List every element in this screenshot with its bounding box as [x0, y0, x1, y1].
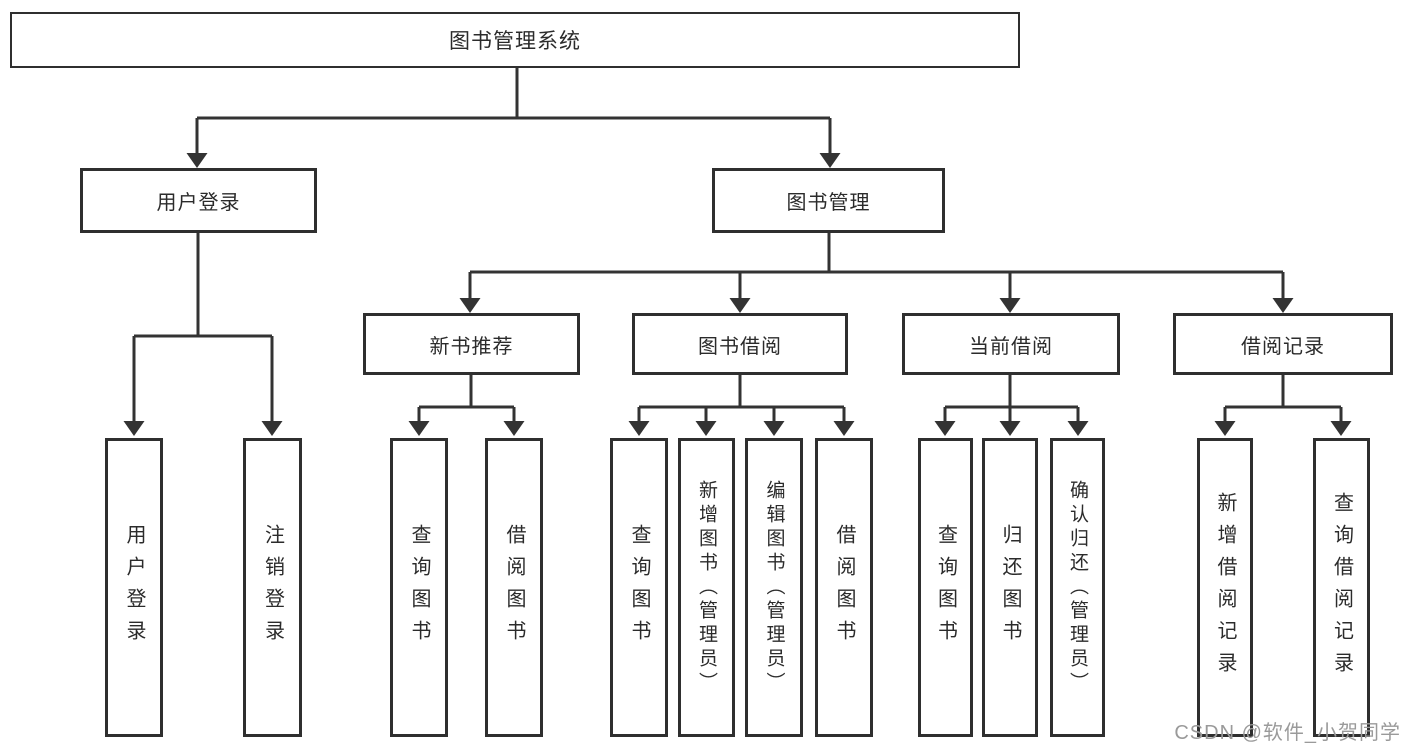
node-book-borrowing: 图书借阅 — [632, 313, 848, 375]
leaf-add-borrow-record: 新增借阅记录 — [1197, 438, 1253, 737]
node-book-management: 图书管理 — [712, 168, 945, 233]
leaf-return-books: 归还图书 — [982, 438, 1038, 737]
leaf-query-borrow-record: 查询借阅记录 — [1313, 438, 1370, 737]
leaf-query-books-recommend: 查询图书 — [390, 438, 448, 737]
leaf-borrow-books-recommend: 借阅图书 — [485, 438, 543, 737]
node-new-book-recommendation: 新书推荐 — [363, 313, 580, 375]
connector-root-to-level2 — [186, 68, 841, 168]
node-current-borrowing: 当前借阅 — [902, 313, 1120, 375]
leaf-add-books-admin: 新增图书（管理员） — [678, 438, 735, 737]
connector-book-borrowing-children — [628, 375, 855, 436]
connector-user-login-children — [123, 233, 283, 436]
connector-current-borrowing-children — [934, 375, 1089, 436]
leaf-query-books-borrowing: 查询图书 — [610, 438, 668, 737]
node-library-management-system: 图书管理系统 — [10, 12, 1020, 68]
connector-new-book-children — [408, 375, 525, 436]
csdn-watermark: CSDN @软件_小贺同学 — [1174, 722, 1401, 744]
leaf-user-login: 用户登录 — [105, 438, 163, 737]
leaf-logout-login: 注销登录 — [243, 438, 302, 737]
node-user-login: 用户登录 — [80, 168, 317, 233]
leaf-confirm-return-admin: 确认归还（管理员） — [1050, 438, 1105, 737]
leaf-edit-books-admin: 编辑图书（管理员） — [745, 438, 803, 737]
connector-book-management-children — [459, 233, 1294, 313]
node-borrowing-records: 借阅记录 — [1173, 313, 1393, 375]
connector-borrowing-records-children — [1214, 375, 1352, 436]
leaf-query-books-current: 查询图书 — [918, 438, 973, 737]
leaf-borrow-books-borrowing: 借阅图书 — [815, 438, 873, 737]
